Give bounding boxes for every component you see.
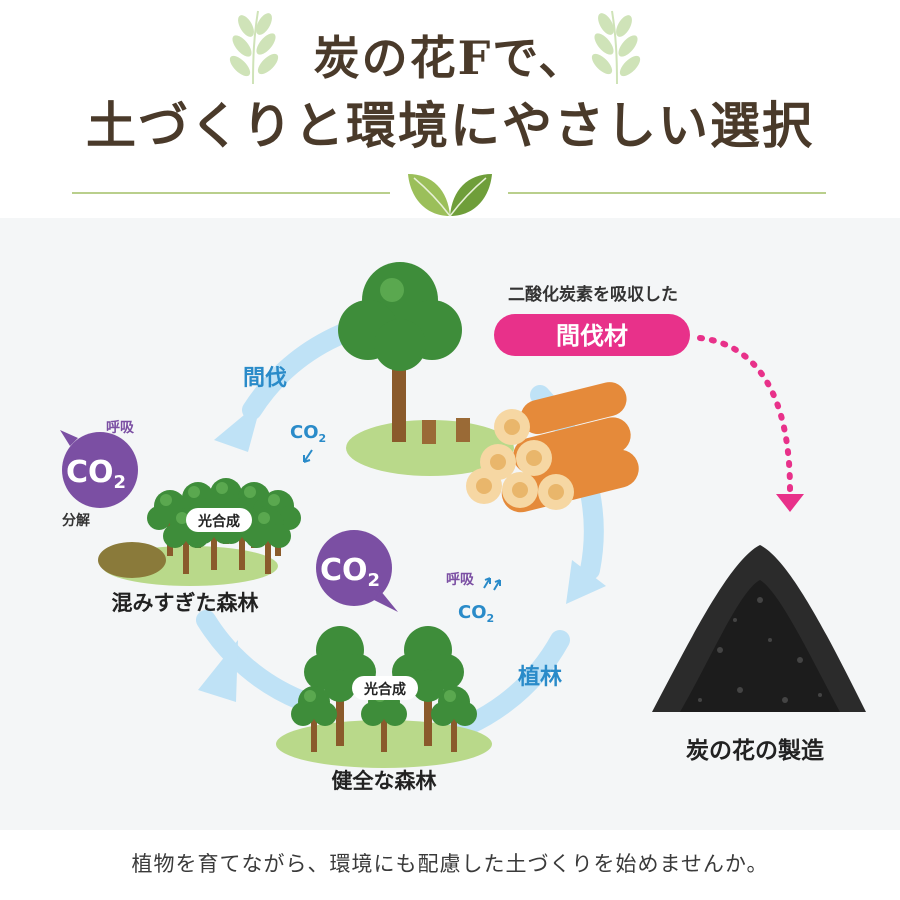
svg-text:CO2: CO2 [66, 455, 126, 493]
thinned-wood-label: 間伐材 [556, 322, 628, 350]
svg-text:CO2: CO2 [320, 553, 380, 591]
photosynthesis-label-left: 光合成 [197, 513, 240, 530]
divider-left [72, 192, 390, 194]
healthy-forest-label: 健全な森林 [332, 769, 437, 793]
photosynthesis-label-center: 光合成 [363, 681, 406, 698]
title-line-2: 土づくりと環境にやさしい選択 [86, 96, 814, 155]
leaf-decoration-left-icon [229, 10, 279, 85]
photosynthesis-tag-center [352, 676, 418, 700]
decomposition-label: 分解 [62, 512, 90, 529]
decomposing-leaves [98, 542, 166, 578]
footer-caption: 植物を育てながら、環境にも配慮した土づくりを始めませんか。 [131, 852, 769, 876]
pink-arrowhead [776, 494, 804, 512]
top-grass-island [346, 420, 514, 476]
overcrowded-forest-label: 混みすぎた森林 [112, 591, 259, 615]
thinned-wood-badge [494, 314, 690, 356]
respiration-label-right: 呼吸 [446, 571, 475, 588]
co2-up-arrows-icon [483, 577, 501, 591]
forest-cycle-diagram: 間伐 植林 CO2 二酸化炭素を吸収した 間伐材 [0, 218, 900, 830]
charcoal-production-label: 炭の花の製造 [686, 737, 825, 764]
thinning-label: 間伐 [243, 366, 287, 391]
leaf-icon [408, 174, 492, 217]
cycle-arrowheads [198, 400, 606, 702]
co2-absorb-label: CO2 [290, 422, 326, 445]
co2-release-label: CO2 [458, 602, 494, 625]
tree-stump [422, 420, 436, 444]
large-tree-icon [338, 262, 462, 442]
tree-stump [456, 418, 470, 442]
co2-down-arrow-icon [303, 449, 313, 463]
co2-bubble-icon: CO2 [60, 430, 138, 508]
leaf-decoration-right-icon [591, 10, 641, 85]
pink-dotted-arrow [697, 335, 793, 493]
title-line-1: 炭の花Fで、 [313, 31, 587, 85]
absorbed-caption: 二酸化炭素を吸収した [508, 284, 678, 305]
planting-label: 植林 [518, 664, 562, 690]
log-pile-icon [466, 382, 639, 513]
co2-bubble-icon: CO2 [316, 530, 398, 612]
respiration-label-left: 呼吸 [106, 419, 135, 436]
divider-right [508, 192, 826, 194]
photosynthesis-tag-left [186, 508, 252, 532]
charcoal-pile-icon [652, 545, 866, 712]
